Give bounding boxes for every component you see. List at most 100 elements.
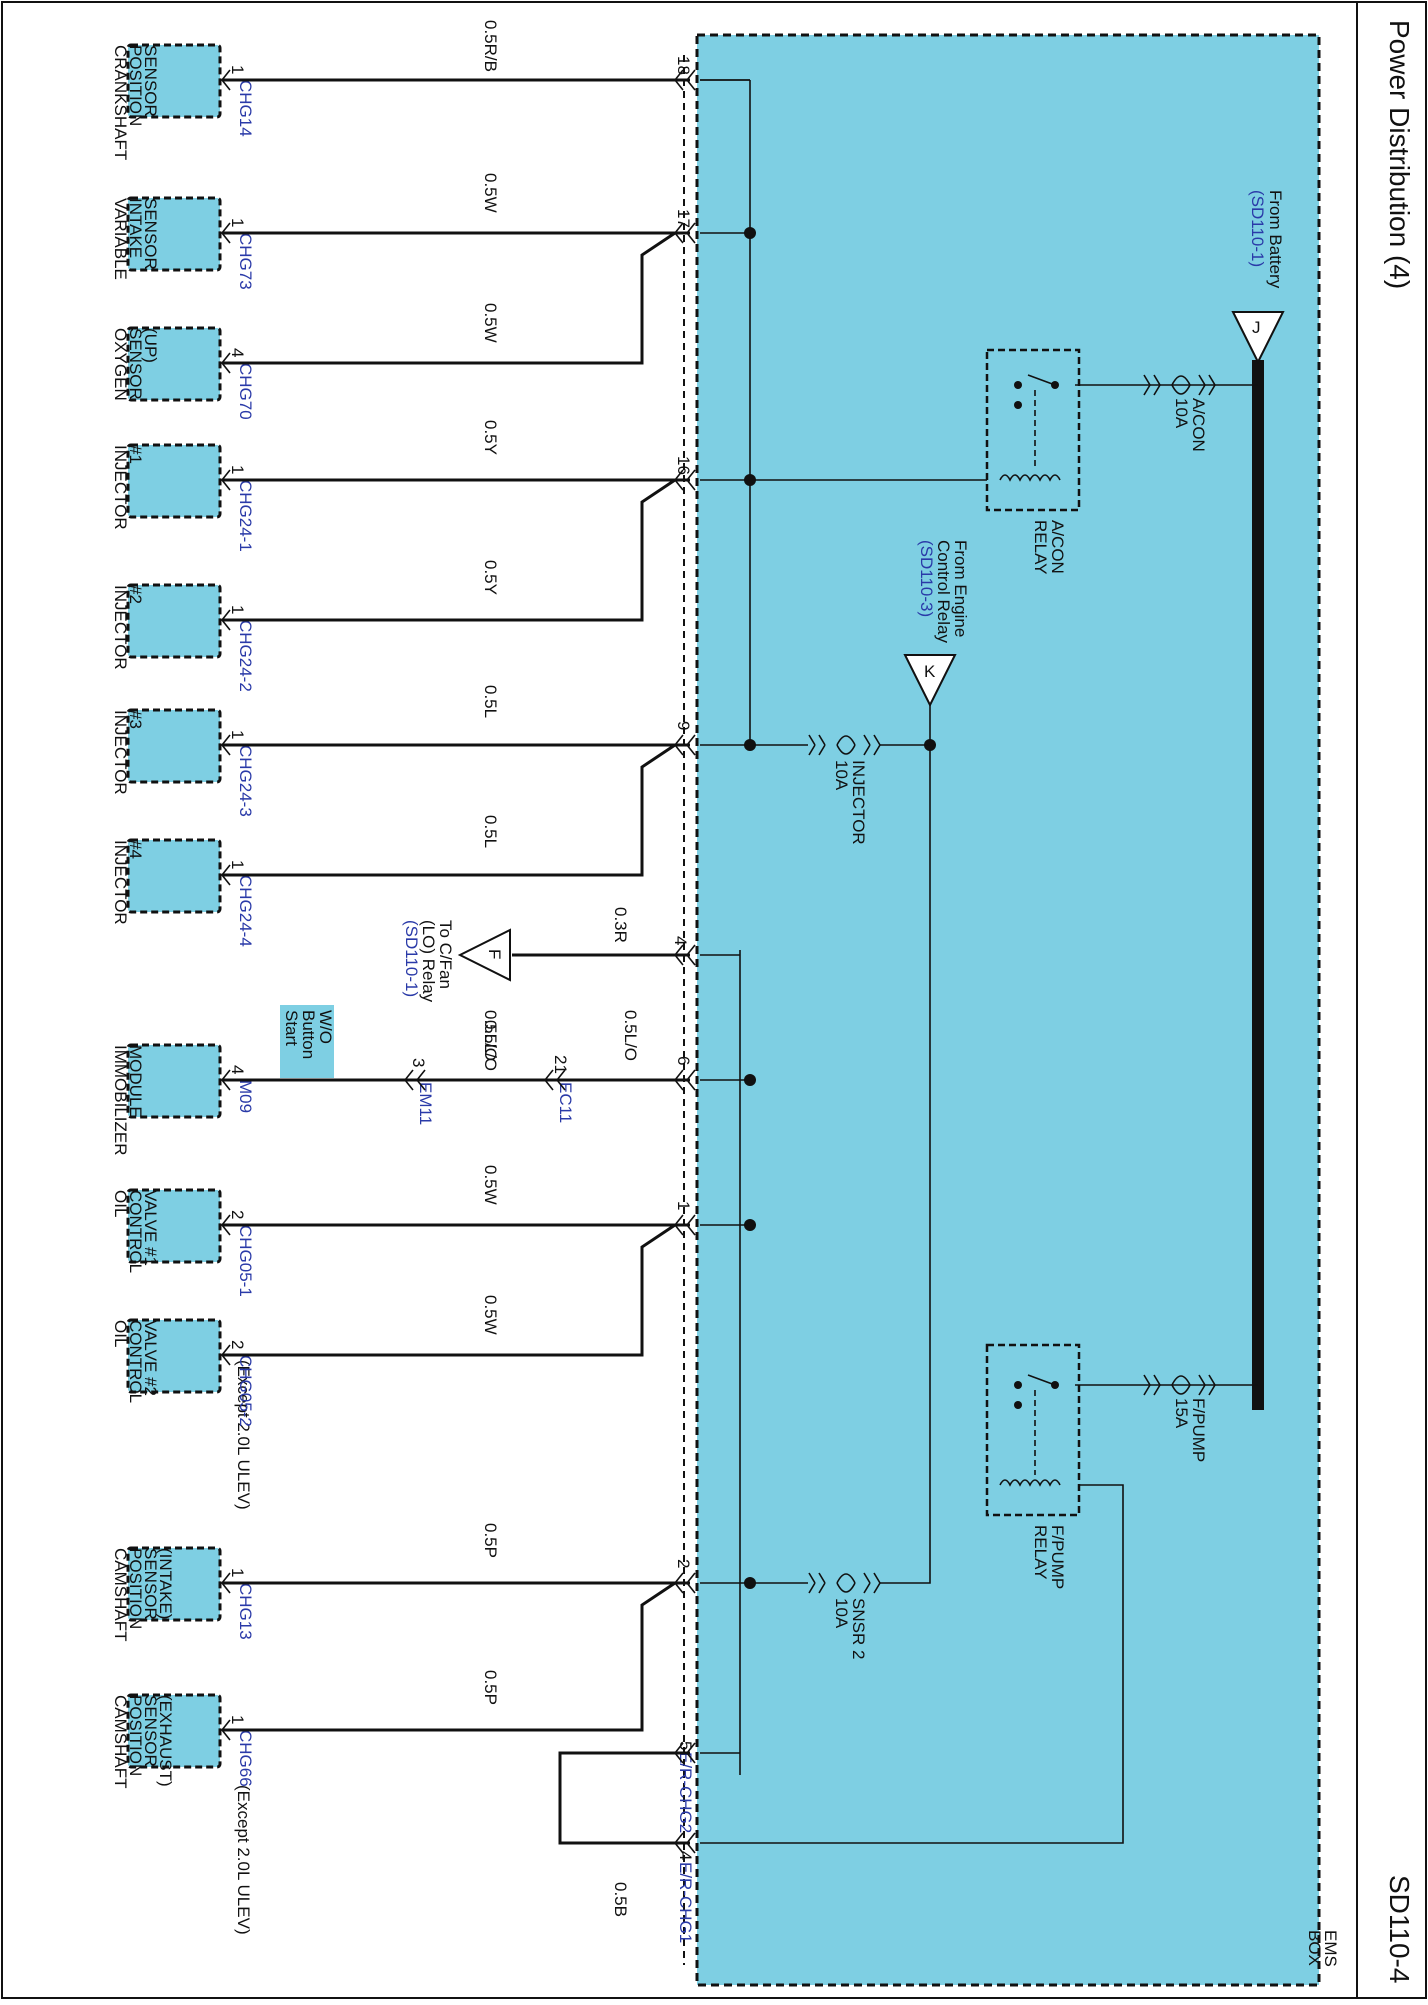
fpump-fuse-symbol — [1143, 1374, 1216, 1396]
component-box[interactable] — [126, 1043, 222, 1119]
component-box[interactable] — [126, 43, 222, 119]
component-box[interactable] — [126, 1693, 222, 1769]
component-box[interactable] — [126, 1318, 222, 1394]
component-wire-label: 0.5W — [481, 303, 500, 343]
component-wire-label: 0.5R/B — [481, 20, 500, 72]
ec11-wire: 0.5L/O — [621, 1010, 640, 1061]
component-wire-label: 0.5Y — [481, 560, 500, 595]
box-pin-number: 1 — [674, 1201, 693, 1210]
component-name-line: INJECTOR — [111, 445, 130, 530]
acon-relay-label-2: RELAY — [1031, 520, 1050, 575]
component-connector[interactable]: CHG24-3 — [236, 745, 255, 817]
component-pin: 2 — [228, 1210, 247, 1219]
component-box[interactable] — [126, 1546, 222, 1622]
snsr2-fuse-label: SNSR 2 10A — [832, 1598, 868, 1659]
battery-source-text: From Battery (SD110-1) — [1248, 190, 1285, 289]
em11-chevron — [403, 1069, 426, 1091]
component-name-line: VARIABLE — [111, 198, 130, 280]
cfan-wire-label: 0.3R — [611, 907, 630, 943]
ground-loop-wire-path — [558, 1751, 690, 1845]
component-connector[interactable]: CHG73 — [236, 233, 255, 290]
component-name: INJECTOR#1 — [111, 445, 145, 530]
component-connector[interactable]: CHG05-1 — [236, 1225, 255, 1297]
component-name-line: CRANKSHAFT — [111, 45, 130, 160]
component-connector[interactable]: CHG66 — [236, 1730, 255, 1787]
junction-dot — [744, 1074, 756, 1086]
component-name-line: SENSOR — [141, 1548, 160, 1620]
component-box[interactable] — [126, 583, 222, 659]
component-connector[interactable]: CHG13 — [236, 1583, 255, 1640]
battery-source-ref[interactable]: (SD110-1) — [1248, 190, 1267, 267]
component-name-line: POSITION — [126, 1695, 145, 1776]
component-pin: 1 — [228, 218, 247, 227]
battery-source-label: From Battery — [1266, 190, 1285, 289]
component-connector[interactable]: M09 — [236, 1080, 255, 1113]
acon-relay-contact-c — [1014, 401, 1022, 409]
em11-pin: 3 — [409, 1058, 428, 1067]
em11-wire: 0.5L/O — [481, 1010, 500, 1061]
ground-loop-connector-a[interactable]: E/R-CHG2 — [676, 1752, 695, 1833]
component-box[interactable] — [126, 443, 222, 519]
component-pin: 1 — [228, 730, 247, 739]
component-name-line: #2 — [126, 585, 145, 604]
except-ulev-text-2: (Except 2.0L ULEV) — [234, 1785, 253, 1935]
component-connector[interactable]: CHG05-2 — [236, 1355, 255, 1427]
page-code: SD110-4 — [1384, 1875, 1415, 1983]
acon-relay-box — [985, 348, 1081, 512]
battery-source-letter: J — [1252, 318, 1261, 337]
component-box[interactable] — [126, 838, 222, 914]
component-box[interactable] — [126, 708, 222, 784]
component-box[interactable] — [126, 1188, 222, 1264]
component-connector[interactable]: CHG70 — [236, 363, 255, 420]
ec11-connector: 21 EC11 0.5L/O — [551, 1010, 640, 1123]
component-wire — [222, 743, 676, 877]
except-ulev-note-cam-exhaust: (Except 2.0L ULEV) — [234, 1785, 253, 1935]
component-wire-label: 0.5P — [481, 1523, 500, 1558]
component-connector[interactable]: CHG24-2 — [236, 620, 255, 692]
box-pin-number: 6 — [674, 1056, 693, 1065]
except-ulev-note-valve2: (Except 2.0L ULEV) — [234, 1360, 253, 1510]
fpump-relay-label: F/PUMP RELAY — [1031, 1525, 1067, 1589]
component-name-line: (EXHAUST) — [156, 1695, 175, 1787]
fpump-relay-label-1: F/PUMP — [1048, 1525, 1067, 1589]
component-name-line: VALVE #1 — [141, 1190, 160, 1266]
box-pin-number: 18 — [674, 56, 693, 75]
except-ulev-text-1: (Except 2.0L ULEV) — [234, 1360, 253, 1510]
cfan-relay-target-ref[interactable]: (SD110-1) — [402, 920, 421, 997]
component-wire — [222, 478, 676, 622]
em11-connector-label[interactable]: EM11 — [416, 1082, 435, 1125]
component-pin: 1 — [228, 1715, 247, 1724]
page-title: Power Distribution (4) — [1384, 20, 1415, 289]
ground-loop-pin-a: 5 — [676, 1741, 695, 1750]
injector-fuse-symbol — [808, 734, 881, 756]
component-connector[interactable]: CHG24-1 — [236, 480, 255, 552]
fpump-relay-contact-c — [1014, 1401, 1022, 1409]
ec11-connector-label[interactable]: EC11 — [556, 1082, 575, 1123]
cfan-relay-target-text: To C/Fan (LO) Relay (SD110-1) — [402, 920, 455, 1003]
component-box[interactable] — [126, 196, 222, 272]
component-pin: 1 — [228, 1568, 247, 1577]
snsr2-fuse-symbol — [808, 1572, 881, 1594]
box-pin-chevron — [673, 1069, 696, 1091]
ground-loop-connector-b[interactable]: E/R-CHG1 — [676, 1862, 695, 1943]
box-pin-chevron — [673, 69, 696, 91]
component-name-line: SENSOR — [141, 198, 160, 270]
component-connector[interactable]: CHG14 — [236, 80, 255, 137]
component-name-line: INJECTOR — [111, 710, 130, 795]
acon-relay-coil — [999, 474, 1061, 482]
component-connector[interactable]: CHG24-4 — [236, 875, 255, 947]
engine-relay-source-ref[interactable]: (SD110-3) — [917, 540, 936, 617]
component-box[interactable] — [126, 326, 222, 402]
ground-loop-pin-b: 4 — [676, 1851, 695, 1860]
component-row: CAMSHAFTPOSITIONSENSOR(EXHAUST)1CHG660.5… — [111, 1581, 676, 1789]
fpump-relay-switch — [1027, 1374, 1056, 1386]
ground-chevron-b — [673, 1832, 696, 1854]
